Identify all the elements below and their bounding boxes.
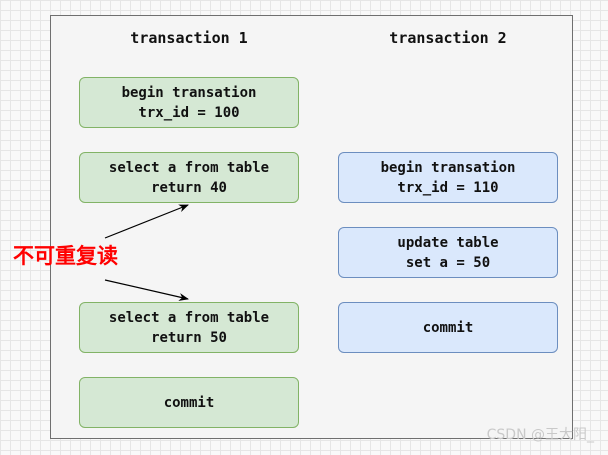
t2-begin-line-2: trx_id = 110 (397, 179, 499, 196)
t2-commit-box: commit (338, 302, 558, 353)
t1-select-2-box: select a from table return 50 (79, 302, 299, 353)
t1-select-1-line-1: select a from table (108, 159, 270, 176)
t2-update-line-2: set a = 50 (405, 254, 491, 271)
t2-commit-label: commit (422, 319, 474, 336)
arrow-to-second-read (104, 279, 189, 301)
csdn-watermark: CSDN @王大阳_ (486, 427, 594, 443)
t1-begin-box: begin transation trx_id = 100 (79, 77, 299, 128)
t1-select-2-line-1: select a from table (108, 309, 270, 326)
t2-update-box: update table set a = 50 (338, 227, 558, 278)
transaction-1-title: transaction 1 (130, 29, 248, 47)
t2-begin-line-1: begin transation (380, 159, 516, 176)
non-repeatable-read-label: 不可重复读 (13, 244, 118, 268)
transaction-2-title: transaction 2 (389, 29, 507, 47)
t1-select-2-line-2: return 50 (151, 329, 227, 346)
t1-begin-line-1: begin transation (121, 84, 257, 101)
t1-commit-box: commit (79, 377, 299, 428)
arrow-to-first-read (104, 204, 189, 239)
t2-update-line-1: update table (397, 234, 499, 251)
t1-commit-label: commit (163, 394, 215, 411)
t1-select-1-box: select a from table return 40 (79, 152, 299, 203)
t1-begin-line-2: trx_id = 100 (138, 104, 240, 121)
t1-select-1-line-2: return 40 (151, 179, 227, 196)
t2-begin-box: begin transation trx_id = 110 (338, 152, 558, 203)
